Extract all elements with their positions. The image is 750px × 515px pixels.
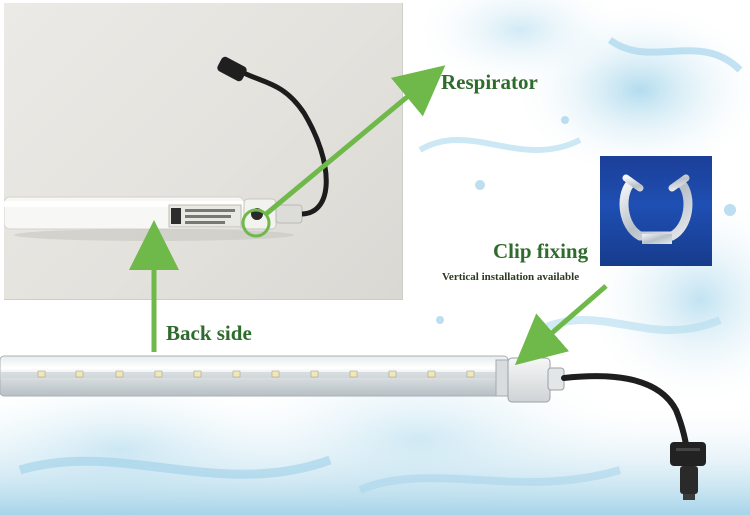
clip-fixing-label: Clip fixing (493, 239, 589, 263)
clip-fixing-image (600, 156, 712, 266)
led-chips (37, 370, 475, 378)
clip-fixing-arrow (514, 284, 608, 366)
respirator-label: Respirator (441, 70, 538, 94)
back-side-label: Back side (166, 321, 252, 345)
metal-clip-icon (619, 174, 693, 244)
back-side-photo (3, 3, 403, 300)
waterproof-connector (670, 442, 706, 500)
vertical-installation-label: Vertical installation available (442, 271, 580, 283)
respirator-marker (241, 208, 271, 238)
respirator-arrow (264, 65, 446, 216)
tube-back-view (3, 56, 329, 241)
